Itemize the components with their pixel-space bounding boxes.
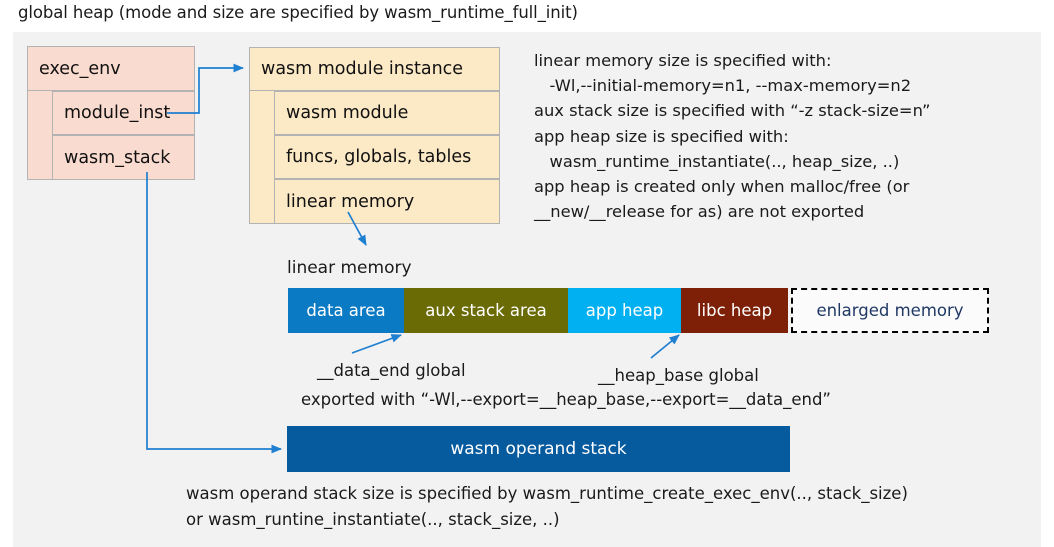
memory-segment-data-area-label: data area [306, 301, 386, 320]
wasm-operand-stack-label: wasm operand stack [450, 439, 627, 459]
module-instance-row-linear-memory-label: linear memory [286, 191, 415, 212]
memory-segment-libc-heap-label: libc heap [696, 301, 773, 320]
module-instance-row-linear-memory: linear memory [274, 179, 500, 224]
memory-segment-data-area: data area [288, 288, 404, 333]
operand-stack-note: wasm operand stack size is specified by … [186, 484, 908, 529]
memory-segment-enlarged-memory-label: enlarged memory [816, 301, 964, 320]
exec-env-header: exec_env [27, 46, 195, 91]
wasm-operand-stack-box: wasm operand stack [287, 426, 790, 472]
module-instance-header: wasm module instance [249, 47, 500, 91]
exec-env-header-label: exec_env [39, 58, 121, 79]
module-instance-row-wasm-module: wasm module [274, 91, 500, 135]
annotation-exported-with: exported with “-Wl,--export=__heap_base,… [301, 390, 831, 409]
annotation-heap-base: __heap_base global [598, 366, 759, 385]
exec-env-row-module-inst: module_inst [52, 91, 195, 135]
memory-segment-app-heap-label: app heap [585, 301, 664, 320]
exec-env-row-wasm-stack-label: wasm_stack [64, 147, 171, 168]
module-instance-header-label: wasm module instance [261, 59, 464, 79]
linear-memory-bar-label: linear memory [287, 258, 412, 278]
exec-env-row-wasm-stack: wasm_stack [52, 135, 195, 180]
exec-env-row-module-inst-label: module_inst [64, 103, 171, 123]
memory-segment-app-heap: app heap [568, 288, 681, 333]
module-instance-row-wasm-module-label: wasm module [286, 103, 409, 123]
memory-segment-aux-stack-area-label: aux stack area [425, 301, 547, 320]
annotation-data-end: __data_end global [317, 361, 466, 380]
memory-segment-enlarged-memory: enlarged memory [791, 288, 989, 333]
linear-memory-note: linear memory size is specified with: -W… [534, 51, 931, 222]
page-title: global heap (mode and size are specified… [18, 3, 578, 22]
module-instance-row-funcs-globals-tables-label: funcs, globals, tables [286, 147, 472, 167]
linear-memory-bar: data area aux stack area app heap libc h… [288, 288, 989, 333]
module-instance-row-funcs-globals-tables: funcs, globals, tables [274, 135, 500, 179]
memory-segment-libc-heap: libc heap [681, 288, 788, 333]
memory-segment-aux-stack-area: aux stack area [404, 288, 568, 333]
